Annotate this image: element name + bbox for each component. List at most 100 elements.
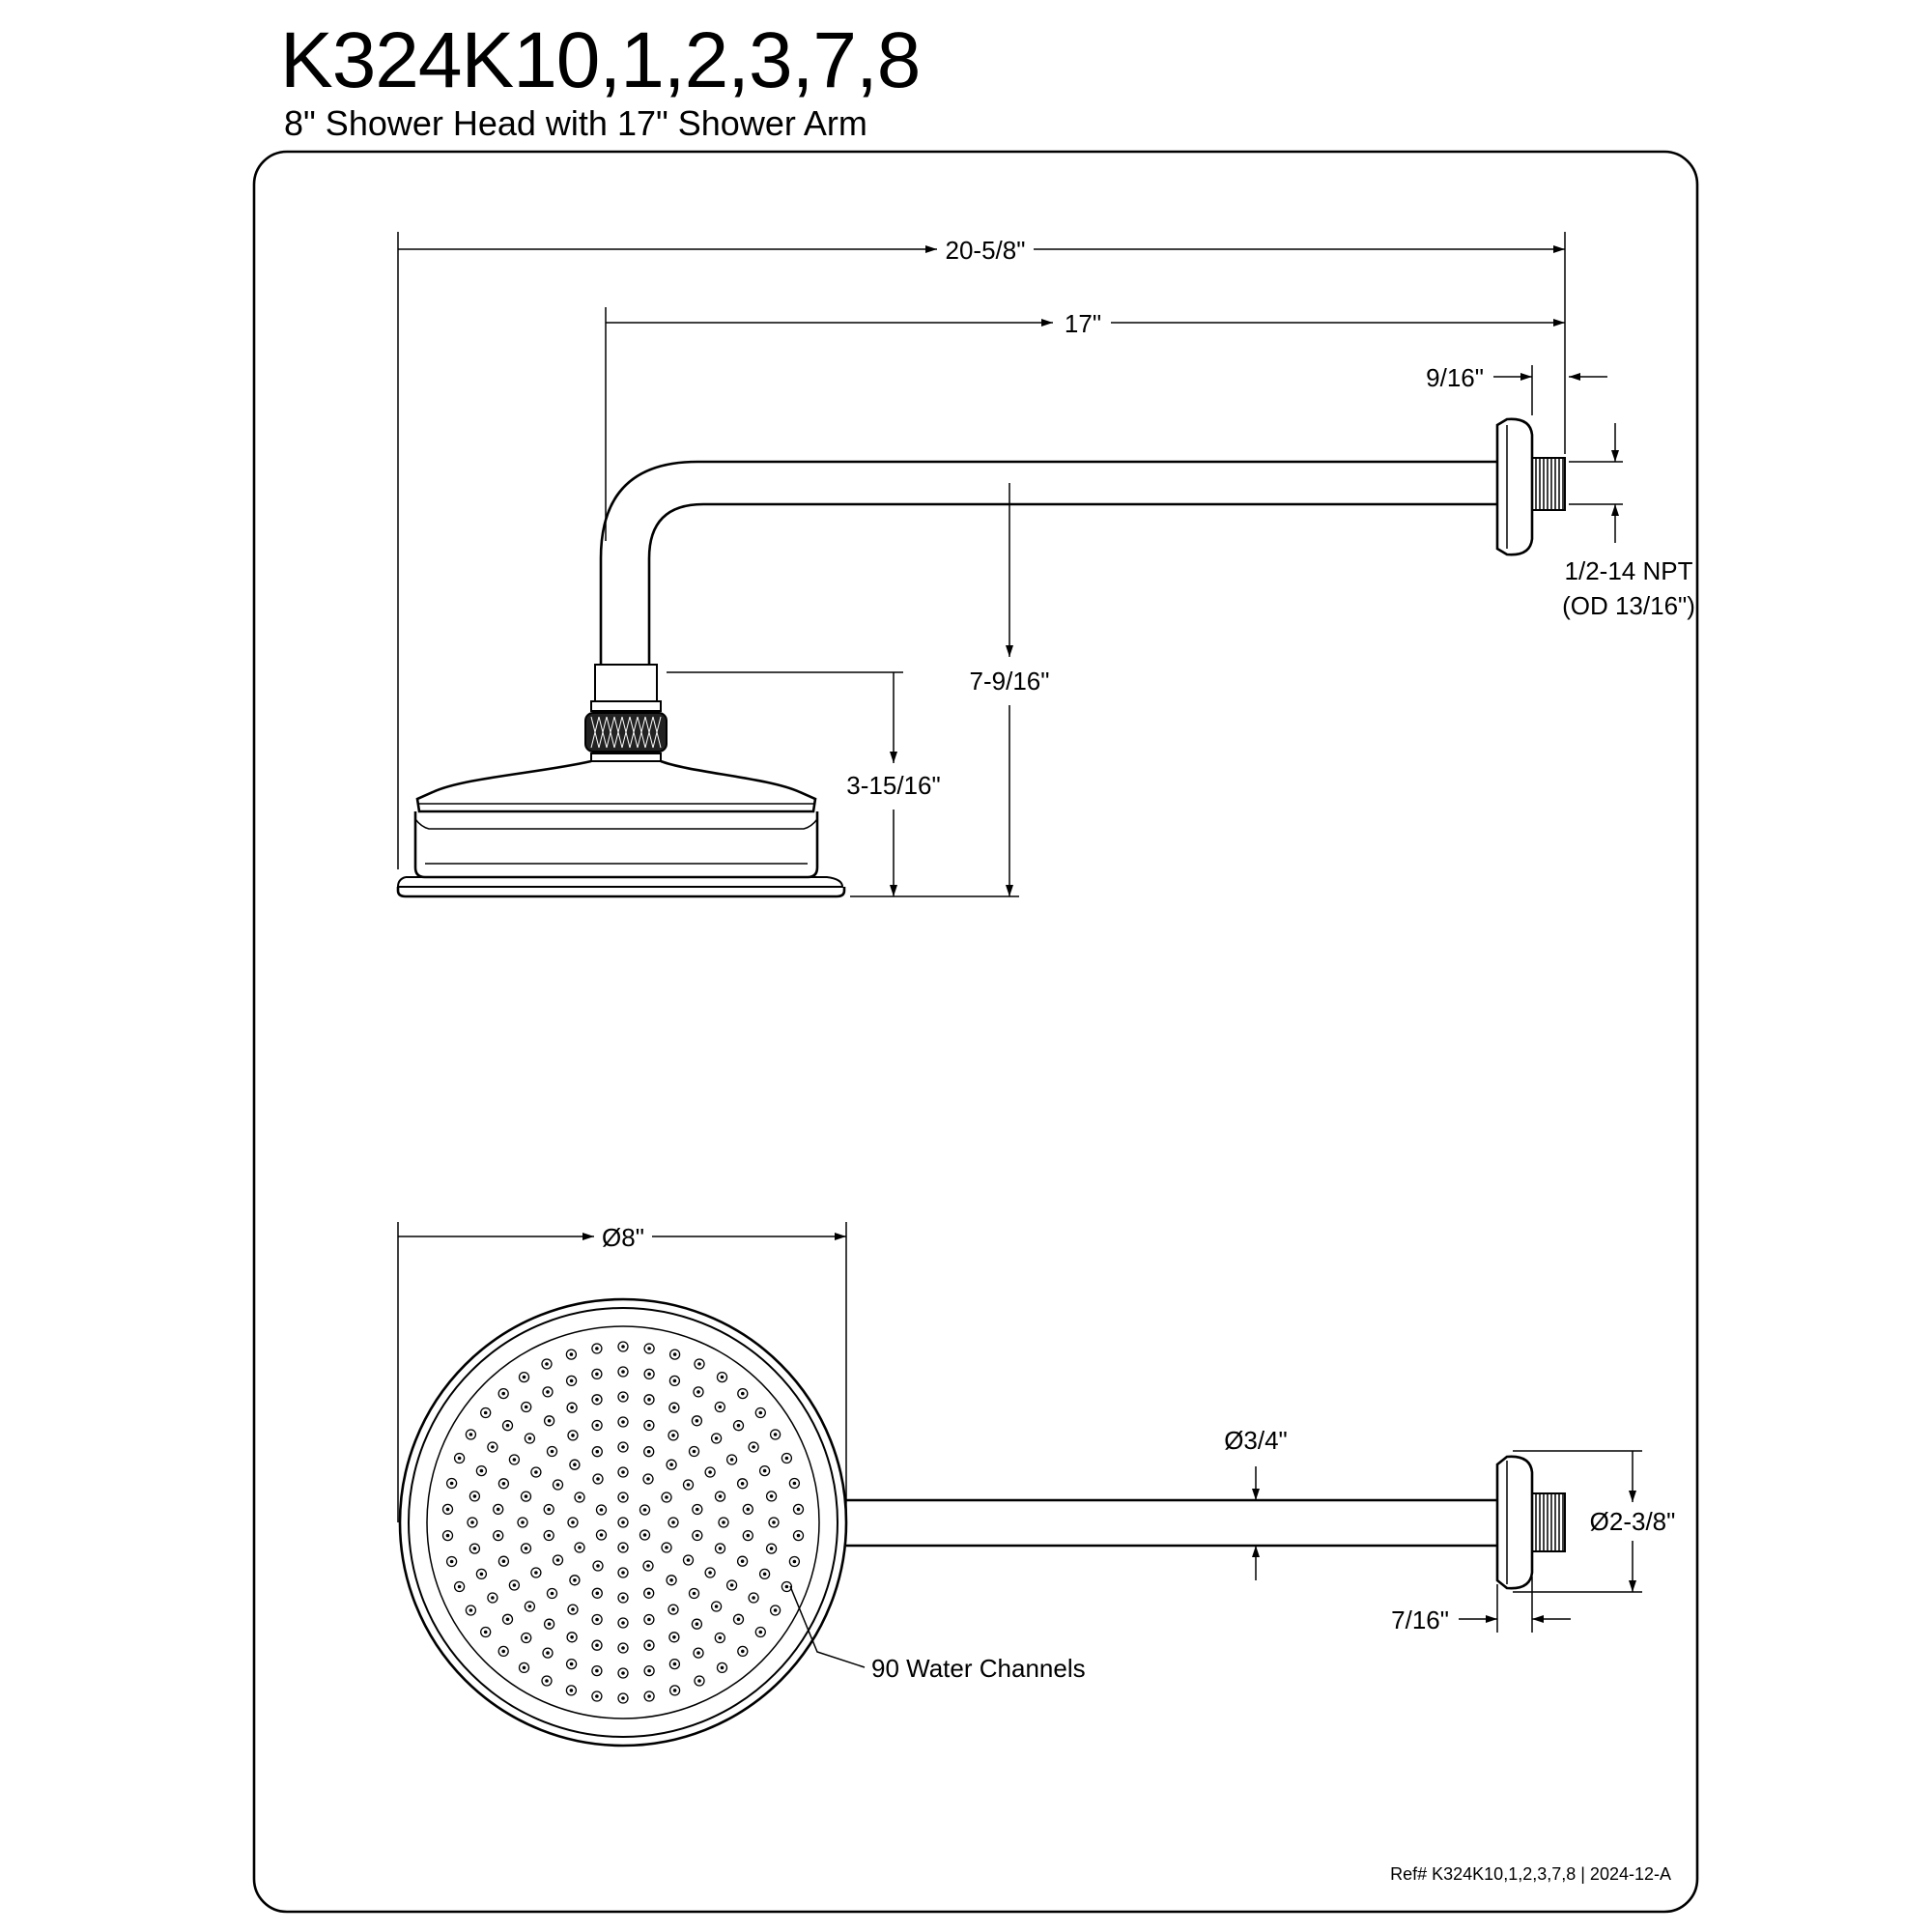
nozzle-center: [686, 1483, 691, 1487]
nozzle: [524, 1601, 536, 1612]
nozzle-center: [671, 1607, 675, 1611]
nozzle: [668, 1658, 681, 1670]
nozzle-center: [569, 1662, 574, 1666]
nozzle-center: [621, 1395, 625, 1399]
nozzle: [592, 1560, 604, 1572]
thread-nipple-top: [1531, 1492, 1566, 1552]
nozzle-center: [469, 1433, 473, 1436]
nozzle-center: [718, 1547, 723, 1550]
nozzle-center: [647, 1643, 651, 1647]
nozzle-center: [595, 1398, 599, 1402]
nozzle-center: [522, 1665, 526, 1670]
nozzle: [643, 1587, 655, 1599]
product-description: 8" Shower Head with 17" Shower Arm: [284, 103, 867, 143]
nozzle-center: [472, 1494, 477, 1498]
nozzle-center: [672, 1378, 677, 1383]
nozzle: [493, 1503, 504, 1516]
nozzle-center: [449, 1559, 454, 1564]
nozzle: [441, 1529, 454, 1542]
nozzle-center: [621, 1495, 625, 1499]
nozzle: [591, 1690, 603, 1702]
nozzle-center: [550, 1449, 554, 1454]
nozzle: [567, 1517, 579, 1528]
water-channel-nozzles: [441, 1341, 805, 1704]
nozzle-center: [521, 1520, 525, 1524]
dim-head-height: 3-15/16": [846, 771, 940, 800]
dim-thread-length: 9/16": [1426, 363, 1484, 392]
nozzle: [781, 1452, 793, 1464]
nozzle: [736, 1478, 749, 1490]
dim-arm-diameter: Ø3/4": [1224, 1426, 1288, 1455]
nozzle-center: [569, 1689, 574, 1692]
nozzle: [736, 1555, 749, 1567]
nozzle-center: [496, 1533, 500, 1538]
nozzle-center: [527, 1605, 532, 1608]
nozzle-center: [708, 1571, 712, 1575]
thread-spec-line2: (OD 13/16"): [1562, 591, 1695, 620]
nozzle: [591, 1394, 603, 1406]
nozzle: [768, 1517, 780, 1528]
nozzle: [692, 1529, 703, 1542]
arm-collar: [594, 664, 658, 702]
nozzle-center: [501, 1391, 505, 1396]
nozzle-center: [501, 1559, 506, 1563]
nozzle: [542, 1647, 554, 1659]
nozzle-center: [665, 1546, 668, 1549]
nozzle-center: [547, 1507, 551, 1512]
nozzle: [542, 1386, 554, 1398]
wall-flange-side: [1495, 417, 1534, 556]
nozzle: [639, 1529, 651, 1541]
nozzle: [517, 1517, 528, 1528]
nozzle-center: [720, 1665, 724, 1670]
nozzle: [497, 1555, 510, 1567]
nozzle: [668, 1685, 681, 1696]
nozzle-center: [696, 1533, 699, 1538]
nozzle-center: [695, 1419, 699, 1423]
nozzle-center: [569, 1352, 574, 1356]
nozzle: [765, 1543, 778, 1554]
nozzle-center: [621, 1420, 625, 1424]
nozzle-center: [772, 1520, 776, 1524]
nozzle-center: [647, 1694, 651, 1698]
nozzle-center: [695, 1622, 699, 1626]
nozzle-center: [697, 1679, 701, 1683]
nozzle-center: [769, 1494, 774, 1498]
nozzle-center: [547, 1533, 551, 1538]
nozzle: [643, 1613, 655, 1626]
nozzle-center: [621, 1621, 625, 1625]
nozzle-center: [718, 1635, 723, 1640]
nozzle: [617, 1642, 629, 1654]
nozzle-center: [647, 1617, 651, 1622]
nozzle-center: [547, 1622, 552, 1626]
nozzle: [591, 1343, 603, 1354]
dim-overall-length: 20-5/8": [946, 236, 1026, 265]
nozzle-center: [762, 1468, 767, 1473]
nozzle: [666, 1575, 677, 1586]
nozzle-center: [720, 1375, 724, 1379]
side-view: 20-5/8" 17" 9/16" 1/2-14 NPT (OD 13/16")…: [396, 232, 1695, 898]
nozzle: [475, 1568, 488, 1580]
nozzle: [754, 1406, 766, 1419]
nozzle-center: [524, 1405, 528, 1409]
nozzle-center: [621, 1546, 625, 1549]
thread-spec-line1: 1/2-14 NPT: [1565, 556, 1693, 585]
nozzle: [781, 1580, 793, 1593]
nozzle-center: [796, 1507, 801, 1512]
nozzle-center: [672, 1352, 677, 1356]
nozzle: [453, 1580, 466, 1593]
nozzle: [595, 1504, 608, 1516]
nozzle: [643, 1368, 655, 1380]
nozzle-center: [445, 1507, 450, 1512]
nozzle-center: [621, 1571, 625, 1575]
nozzle-center: [729, 1583, 734, 1587]
nozzle-center: [491, 1445, 495, 1449]
nozzle-center: [740, 1482, 745, 1486]
nozzle: [792, 1529, 805, 1542]
nozzle-center: [512, 1458, 517, 1462]
nozzle: [691, 1618, 703, 1630]
nozzle-center: [784, 1584, 789, 1589]
nozzle-center: [595, 1694, 599, 1698]
nozzle-center: [457, 1456, 462, 1461]
wall-flange-top: [1495, 1455, 1534, 1590]
nozzle-center: [729, 1458, 734, 1462]
